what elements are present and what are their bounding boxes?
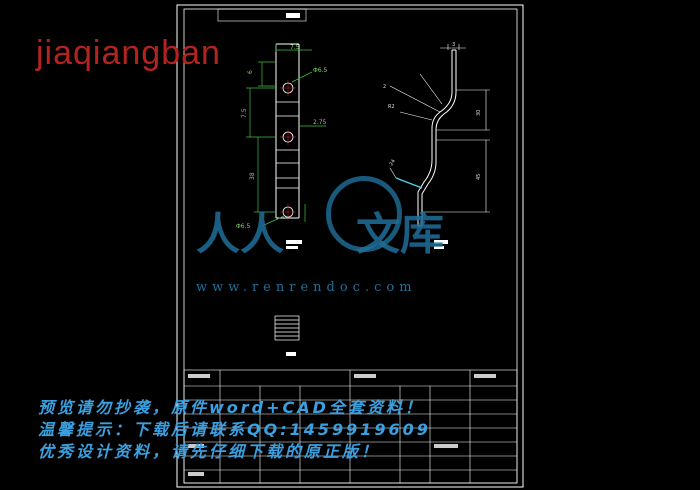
plate-dimensions <box>246 44 326 227</box>
watermark-url: www.renrendoc.com <box>196 280 417 295</box>
dim-hole-lower: Φ6.5 <box>236 223 250 230</box>
dim-angle-r: R2 <box>388 104 395 110</box>
promo-line-1: 预览请勿抄袭，原件word+CAD全套资料！ <box>38 398 424 417</box>
dim-tilt: 2 <box>383 84 386 90</box>
tb-cell-4 <box>188 444 204 448</box>
bracket-view <box>417 49 457 227</box>
dim-hole-upper: Φ6.5 <box>313 67 327 74</box>
dim-side-1: 2.75 <box>313 119 327 126</box>
promo-line-2: 温馨提示：下载后请联系QQ:1459919609 <box>38 420 431 439</box>
dim-top-width: 7.5 <box>290 44 300 51</box>
dim-spacing-2: 38 <box>249 172 256 180</box>
top-stamp <box>217 8 307 22</box>
watermark-circle-icon <box>326 176 402 252</box>
watermark-cn-left: 人人 <box>196 209 284 260</box>
dim-side-45: 45 <box>476 174 482 180</box>
brand-logo: jiaqiangban <box>36 34 221 72</box>
dim-top-left: 6 <box>247 70 254 74</box>
tb-cell-3 <box>474 374 496 378</box>
table-label <box>286 352 296 356</box>
plate-label <box>286 240 302 244</box>
dim-side-30: 30 <box>476 110 482 116</box>
outer-frame <box>176 4 524 488</box>
bracket-label <box>434 240 448 244</box>
bracket-dimensions <box>389 44 490 213</box>
promo-line-3: 优秀设计资料，请先仔细下载的原正版！ <box>38 442 381 461</box>
dim-spacing-1: 7.5 <box>241 108 248 118</box>
cyan-dim-ext <box>389 167 397 179</box>
cyan-dim-line <box>395 177 423 189</box>
plate-label-2 <box>286 246 298 249</box>
detail-table <box>274 315 300 341</box>
tb-cell-2 <box>354 374 376 378</box>
stamp-text-block <box>286 13 300 18</box>
title-block <box>183 369 518 484</box>
plate-view <box>275 43 300 220</box>
tb-cell-1 <box>188 374 210 378</box>
tb-cell-6 <box>188 472 204 476</box>
watermark-cn-right: 文库 <box>356 209 444 260</box>
tb-cell-5 <box>434 444 458 448</box>
bracket-label-2 <box>434 246 444 249</box>
dim-foot: 24 <box>389 158 397 167</box>
dim-thickness: 3 <box>452 42 455 48</box>
